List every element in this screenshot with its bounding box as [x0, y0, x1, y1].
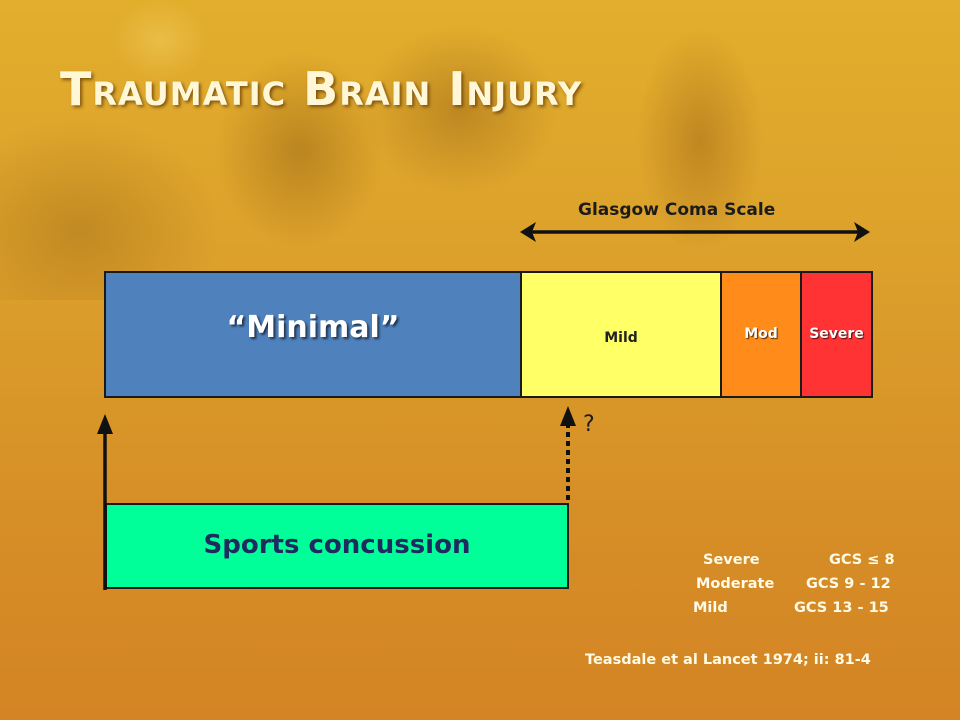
- sports-concussion-box: [105, 503, 569, 589]
- gcs-range-arrow: [520, 222, 870, 242]
- segment-mild-label: Mild: [604, 330, 638, 346]
- background-sports-photo: [0, 0, 960, 300]
- segment-minimal-label: “Minimal”: [226, 310, 400, 345]
- scale-moderate-value: GCS 9 - 12: [806, 576, 891, 592]
- scale-moderate-label: Moderate: [696, 576, 775, 592]
- scale-mild-label: Mild: [693, 600, 728, 616]
- sports-concussion-label: Sports concussion: [203, 530, 471, 560]
- question-mark: ?: [583, 412, 595, 437]
- concussion-dotted-arrow: [560, 406, 576, 500]
- scale-severe-value: GCS ≤ 8: [829, 552, 895, 568]
- segment-mild: [520, 271, 722, 398]
- scale-mild-value: GCS 13 - 15: [794, 600, 889, 616]
- slide-title: Traumatic Brain Injury: [60, 62, 583, 116]
- segment-mod: [720, 271, 802, 398]
- segment-severe-label: Severe: [809, 326, 864, 342]
- segment-mod-label: Mod: [744, 326, 778, 342]
- scale-severe-label: Severe: [703, 552, 760, 568]
- gcs-label: Glasgow Coma Scale: [578, 200, 776, 220]
- segment-severe: [800, 271, 873, 398]
- citation: Teasdale et al Lancet 1974; ii: 81-4: [585, 652, 871, 668]
- concussion-solid-arrow: [97, 414, 113, 590]
